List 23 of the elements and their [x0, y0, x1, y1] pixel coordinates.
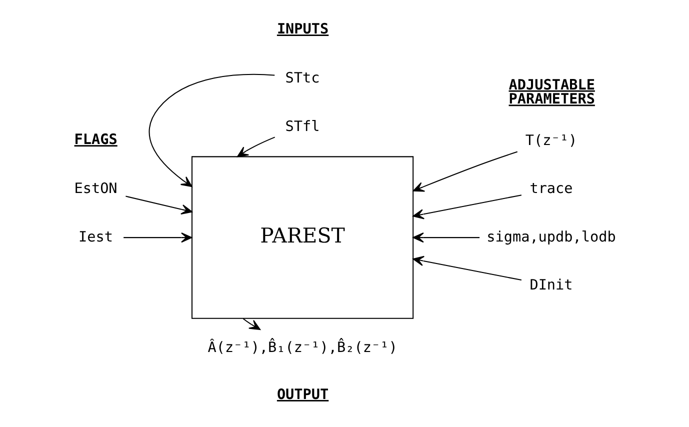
- node-text: EstON: [74, 181, 118, 198]
- node-text: T(z⁻¹): [525, 133, 578, 150]
- node-text: sigma,updb,lodb: [486, 229, 616, 246]
- arrow: [412, 151, 518, 192]
- arrow: [126, 196, 192, 214]
- node-text: STtc: [285, 70, 320, 87]
- arrow: [242, 318, 261, 330]
- node-text: Â(z⁻¹),B̂₁(z⁻¹),B̂₂(z⁻¹): [208, 340, 398, 356]
- arrow: [412, 256, 522, 281]
- arrow: [412, 232, 480, 243]
- arrow: [412, 194, 522, 220]
- arrow: [237, 136, 276, 158]
- node-box: PAREST: [191, 156, 414, 319]
- label: FLAGS: [74, 132, 118, 148]
- node-text: Iest: [78, 229, 114, 246]
- label: INPUTS: [276, 22, 329, 38]
- label: OUTPUT: [276, 386, 329, 403]
- node-text: DInit: [530, 277, 573, 294]
- node-text: STfl: [285, 118, 320, 135]
- arrow: [148, 74, 275, 188]
- arrow: [124, 232, 192, 243]
- node-text: trace: [530, 181, 573, 198]
- label: ADJUSTABLE PARAMETERS: [508, 77, 595, 108]
